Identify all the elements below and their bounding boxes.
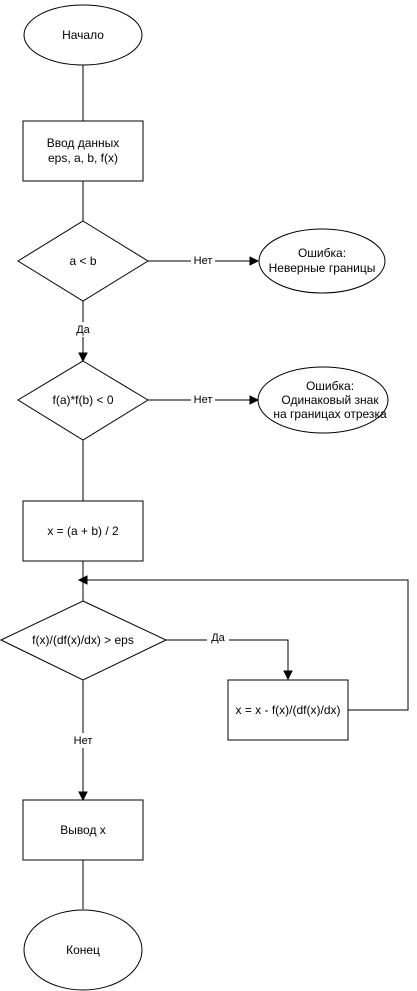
error-sign-terminator-shape bbox=[257, 366, 389, 434]
node-error-sign: Ошибка: Одинаковый знак на границах отре… bbox=[257, 366, 389, 434]
edge-label-bounds-no: Нет bbox=[194, 255, 213, 267]
node-update-x: x = x - f(x)/(df(x)/dx) bbox=[227, 679, 349, 741]
check-bounds-label: a < b bbox=[69, 254, 96, 268]
update-x-label: x = x - f(x)/(df(x)/dx) bbox=[236, 703, 341, 717]
edge-label-bounds-yes: Да bbox=[76, 324, 90, 336]
arrowhead-loop-yes bbox=[283, 670, 293, 681]
node-loop-condition: f(x)/(df(x)/dx) > eps bbox=[0, 600, 168, 681]
edge-label-loop-no: Нет bbox=[74, 735, 93, 747]
node-output: Вывод x bbox=[22, 799, 144, 861]
init-x-process-box bbox=[22, 500, 144, 562]
node-check-sign: f(a)*f(b) < 0 bbox=[17, 360, 149, 441]
node-end: Конец bbox=[23, 909, 143, 991]
output-process-box bbox=[22, 799, 144, 861]
node-init-x: x = (a + b) / 2 bbox=[22, 500, 144, 562]
end-terminator-shape bbox=[23, 909, 143, 991]
edges bbox=[77, 65, 409, 909]
end-label: Конец bbox=[66, 943, 100, 957]
start-label: Начало bbox=[62, 28, 104, 42]
error-sign-label-line-1: Ошибка: bbox=[306, 379, 354, 393]
check-bounds-decision-diamond bbox=[17, 220, 149, 302]
check-sign-decision-diamond bbox=[17, 360, 149, 441]
arrowhead-update-back bbox=[77, 575, 88, 585]
arrowhead-bounds-yes bbox=[78, 352, 88, 363]
error-bounds-terminator-shape bbox=[258, 228, 386, 294]
edge-update-back bbox=[86, 579, 409, 711]
node-input: Ввод данных eps, a, b, f(x) bbox=[22, 120, 144, 182]
init-x-label: x = (a + b) / 2 bbox=[47, 524, 119, 538]
error-sign-label-line-3: на границах отрезка bbox=[273, 407, 387, 421]
error-bounds-label-line-2: Неверные границы bbox=[269, 261, 376, 275]
edge-labels: Нет Да Нет Да Нет bbox=[71, 253, 229, 748]
check-sign-label: f(a)*f(b) < 0 bbox=[52, 393, 113, 407]
edge-loop-yes bbox=[166, 639, 289, 671]
arrowhead-loop-no bbox=[78, 791, 88, 802]
arrowhead-sign-no bbox=[249, 395, 260, 405]
edge-label-sign-no: Нет bbox=[194, 394, 213, 406]
error-bounds-label-line-1: Ошибка: bbox=[298, 246, 346, 260]
input-label-line-1: Ввод данных bbox=[47, 136, 120, 150]
node-start: Начало bbox=[23, 4, 143, 66]
loop-condition-decision-diamond bbox=[0, 600, 168, 681]
input-label-line-2: eps, a, b, f(x) bbox=[48, 151, 118, 165]
edge-label-loop-yes: Да bbox=[211, 632, 225, 644]
update-x-process-box bbox=[227, 679, 349, 741]
error-sign-label-line-2: Одинаковый знак bbox=[281, 393, 379, 407]
node-error-bounds: Ошибка: Неверные границы bbox=[258, 228, 386, 294]
input-process-box bbox=[22, 120, 144, 182]
node-check-bounds: a < b bbox=[17, 220, 149, 302]
start-terminator-shape bbox=[23, 4, 143, 66]
loop-condition-label: f(x)/(df(x)/dx) > eps bbox=[32, 633, 134, 647]
arrowhead-bounds-no bbox=[249, 256, 260, 266]
output-label: Вывод x bbox=[60, 823, 106, 837]
